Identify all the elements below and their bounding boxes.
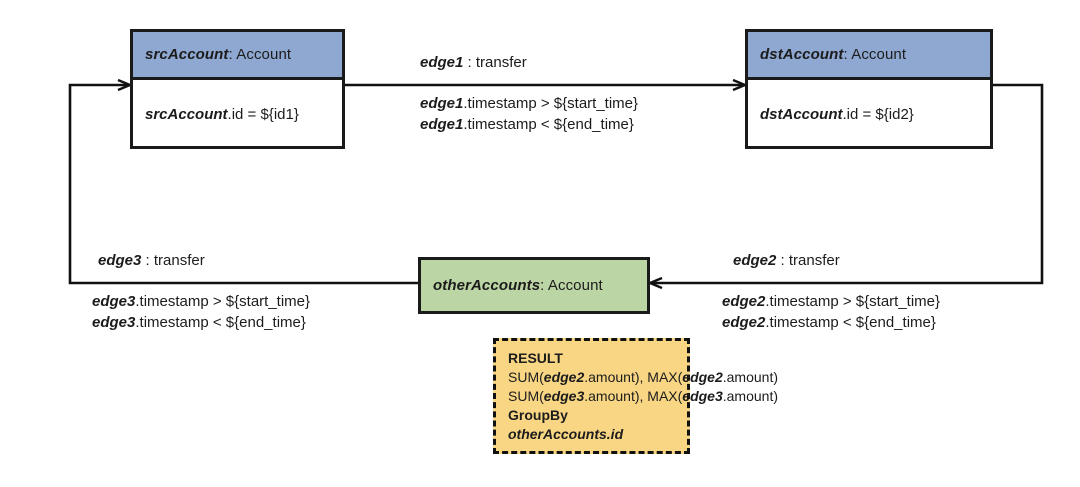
- result-agg1-var1: edge2: [543, 369, 585, 385]
- edge1-pred2-variable: edge1: [420, 116, 464, 133]
- edge3-predicates: edge3.timestamp > ${start_time} edge3.ti…: [92, 291, 310, 333]
- node-other-accounts[interactable]: otherAccounts: Account: [418, 257, 650, 314]
- dst-account-type: Account: [851, 46, 907, 63]
- dst-account-type-sep: :: [843, 46, 852, 63]
- edge2-pred1-variable: edge2: [722, 293, 766, 310]
- dst-account-property-rest: .id = ${id2}: [842, 105, 914, 123]
- node-dst-account[interactable]: dstAccount: Account dstAccount.id = ${id…: [745, 29, 993, 149]
- edge2-pred2-rest: .timestamp < ${end_time}: [765, 314, 936, 331]
- edge3-pred2-variable: edge3: [92, 314, 136, 331]
- node-src-account-title: srcAccount: Account: [145, 46, 291, 63]
- edge2-type: transfer: [788, 252, 840, 269]
- edge2-pred2-variable: edge2: [722, 314, 766, 331]
- edge1-pred1-variable: edge1: [420, 95, 464, 112]
- node-other-accounts-header: otherAccounts: Account: [421, 260, 647, 311]
- edge3-pred1-rest: .timestamp > ${start_time}: [135, 293, 311, 310]
- dst-account-property: dstAccount.id = ${id2}: [760, 105, 978, 125]
- other-accounts-type: Account: [547, 277, 603, 294]
- edge2-name-sep: :: [776, 252, 789, 269]
- result-agg2-mid: .amount), MAX(: [584, 388, 683, 404]
- edge1-name-variable: edge1: [420, 54, 464, 71]
- result-agg1-pre: SUM(: [508, 369, 544, 385]
- edge3-name-sep: :: [141, 252, 154, 269]
- result-agg1-post: .amount): [722, 369, 778, 385]
- result-box[interactable]: RESULT SUM(edge2.amount), MAX(edge2.amou…: [493, 338, 778, 454]
- edge3-predicate-1: edge3.timestamp > ${start_time}: [92, 291, 310, 312]
- edge1-name-sep: :: [463, 54, 476, 71]
- result-agg1-mid: .amount), MAX(: [584, 369, 683, 385]
- node-src-account-body: srcAccount.id = ${id1}: [133, 80, 342, 149]
- result-agg2-var2: edge3: [682, 388, 723, 404]
- edge1-predicate-2: edge1.timestamp < ${end_time}: [420, 114, 638, 135]
- edge3-pred1-variable: edge3: [92, 293, 136, 310]
- result-heading: RESULT: [508, 350, 563, 366]
- src-account-variable: srcAccount: [145, 46, 229, 63]
- result-aggregate-line-2: SUM(edge3.amount), MAX(edge3.amount): [508, 387, 778, 406]
- result-groupby-value: otherAccounts.id: [508, 426, 624, 442]
- src-account-type-sep: :: [228, 46, 237, 63]
- edge2-predicates: edge2.timestamp > ${start_time} edge2.ti…: [722, 291, 940, 333]
- node-other-accounts-title: otherAccounts: Account: [433, 277, 603, 294]
- node-src-account[interactable]: srcAccount: Account srcAccount.id = ${id…: [130, 29, 345, 149]
- src-account-property: srcAccount.id = ${id1}: [145, 105, 330, 125]
- result-agg2-pre: SUM(: [508, 388, 544, 404]
- edge1-pred2-rest: .timestamp < ${end_time}: [463, 116, 634, 133]
- edge2-predicate-1: edge2.timestamp > ${start_time}: [722, 291, 940, 312]
- node-dst-account-body: dstAccount.id = ${id2}: [748, 80, 990, 149]
- src-account-property-rest: .id = ${id1}: [227, 105, 299, 123]
- result-aggregate-line-1: SUM(edge2.amount), MAX(edge2.amount): [508, 368, 778, 387]
- node-dst-account-title: dstAccount: Account: [760, 46, 906, 63]
- dst-account-variable: dstAccount: [760, 46, 844, 63]
- result-agg2-post: .amount): [722, 388, 778, 404]
- edge3-predicate-2: edge3.timestamp < ${end_time}: [92, 312, 310, 333]
- src-account-type: Account: [236, 46, 292, 63]
- edge1-pred1-rest: .timestamp > ${start_time}: [463, 95, 639, 112]
- edge3-name-label: edge3 : transfer: [98, 250, 205, 271]
- result-agg2-var1: edge3: [543, 388, 585, 404]
- edge2-predicate-2: edge2.timestamp < ${end_time}: [722, 312, 940, 333]
- edge1-predicates: edge1.timestamp > ${start_time} edge1.ti…: [420, 93, 638, 135]
- edge2-pred1-rest: .timestamp > ${start_time}: [765, 293, 941, 310]
- edge2-name-label: edge2 : transfer: [733, 250, 840, 271]
- dst-account-property-variable: dstAccount: [760, 105, 843, 123]
- node-dst-account-header: dstAccount: Account: [748, 32, 990, 80]
- edge1-type: transfer: [475, 54, 527, 71]
- result-agg1-var2: edge2: [682, 369, 723, 385]
- edge3-pred2-rest: .timestamp < ${end_time}: [135, 314, 306, 331]
- other-accounts-variable: otherAccounts: [433, 277, 541, 294]
- other-accounts-type-sep: :: [540, 277, 548, 294]
- edge1-predicate-1: edge1.timestamp > ${start_time}: [420, 93, 638, 114]
- result-groupby-label: GroupBy: [508, 407, 568, 423]
- edge1-name-label: edge1 : transfer: [420, 52, 527, 73]
- src-account-property-variable: srcAccount: [145, 105, 228, 123]
- edge3-name-variable: edge3: [98, 252, 142, 269]
- edge2-name-variable: edge2: [733, 252, 777, 269]
- node-src-account-header: srcAccount: Account: [133, 32, 342, 80]
- edge3-type: transfer: [153, 252, 205, 269]
